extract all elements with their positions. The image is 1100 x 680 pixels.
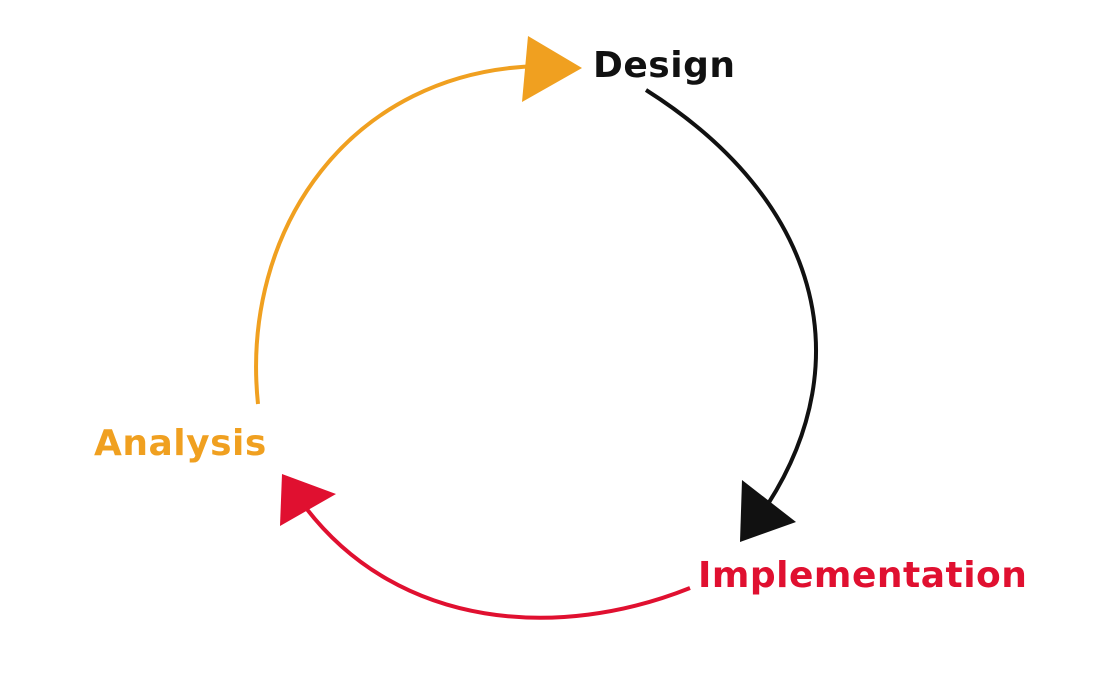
arrowhead-design bbox=[522, 36, 582, 102]
arrow-implementation-to-analysis bbox=[304, 506, 691, 620]
stage-label-implementation: Implementation bbox=[698, 555, 1028, 596]
stage-label-analysis: Analysis bbox=[94, 423, 267, 464]
arrow-design-to-implementation bbox=[644, 88, 818, 506]
arrow-analysis-to-design bbox=[254, 64, 541, 405]
arrowhead-analysis bbox=[280, 474, 336, 526]
arrowhead-implementation bbox=[740, 480, 796, 542]
stage-label-design: Design bbox=[593, 45, 736, 86]
